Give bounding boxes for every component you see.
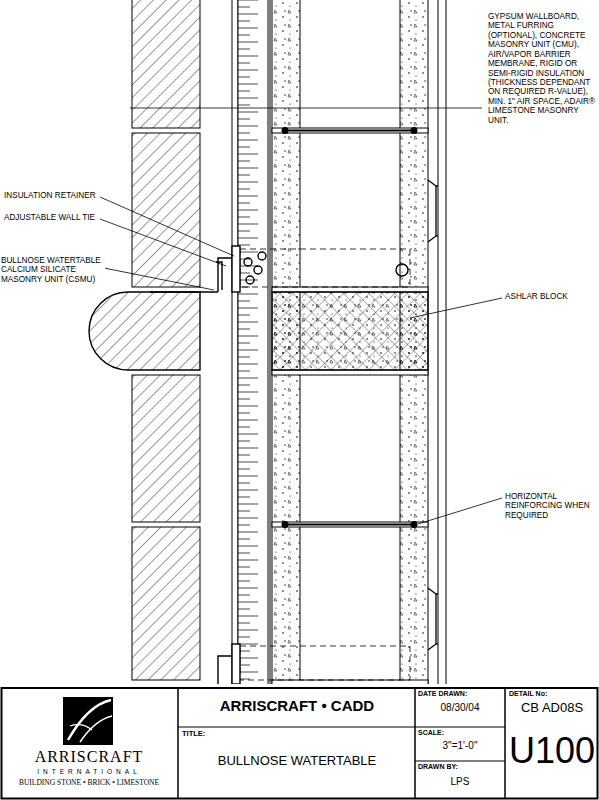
field-name: DATE DRAWN:: [418, 690, 502, 698]
metal-furring: [428, 588, 438, 650]
logo-subtitle: INTERNATIONAL: [2, 768, 176, 775]
company-logo: [63, 697, 113, 745]
field-name: DETAIL No:: [509, 690, 595, 698]
callout-label: ASHLAR BLOCK: [505, 292, 595, 301]
field-name: DRAWN BY:: [418, 763, 502, 771]
field-name: SCALE:: [418, 729, 502, 737]
horizontal-reinforcing: [283, 128, 417, 527]
material-list: GYPSUM WALLBOARD, METAL FURRING (OPTIONA…: [488, 12, 596, 125]
callout-label: BULLNOSE WATERTABLE CALCIUM SILICATE MAS…: [1, 256, 105, 284]
company-name: ARRISCRAFT • CADD: [181, 697, 413, 714]
drawing-title: BULLNOSE WATERTABLE: [181, 754, 413, 769]
logo-tagline: BUILDING STONE • BRICK • LIMESTONE: [2, 779, 176, 788]
detail-number: CB AD08S: [507, 701, 597, 716]
field-name: TITLE:: [182, 730, 242, 739]
field-value: 08/30/04: [418, 702, 502, 714]
gypsum-wallboard: [438, 0, 446, 684]
ashlar-block: [272, 292, 428, 370]
leader-line: [100, 197, 502, 524]
rigid-insulation: [238, 0, 268, 684]
title-block: [2, 688, 598, 799]
adjustable-wall-tie: [150, 246, 408, 684]
field-value: 3"=1'-0": [418, 740, 502, 752]
field-value: LPS: [418, 776, 502, 788]
sheet-number: U100: [507, 730, 597, 771]
callout-label: HORIZONTAL REINFORCING WHEN REQUIRED: [505, 492, 593, 520]
logo-wordmark: ARRISCRAFT: [2, 748, 176, 766]
callout-label: INSULATION RETAINER: [4, 191, 100, 200]
bullnose-unit: [89, 292, 200, 370]
callout-label: ADJUSTABLE WALL TIE: [4, 213, 100, 222]
metal-furring: [428, 180, 438, 242]
